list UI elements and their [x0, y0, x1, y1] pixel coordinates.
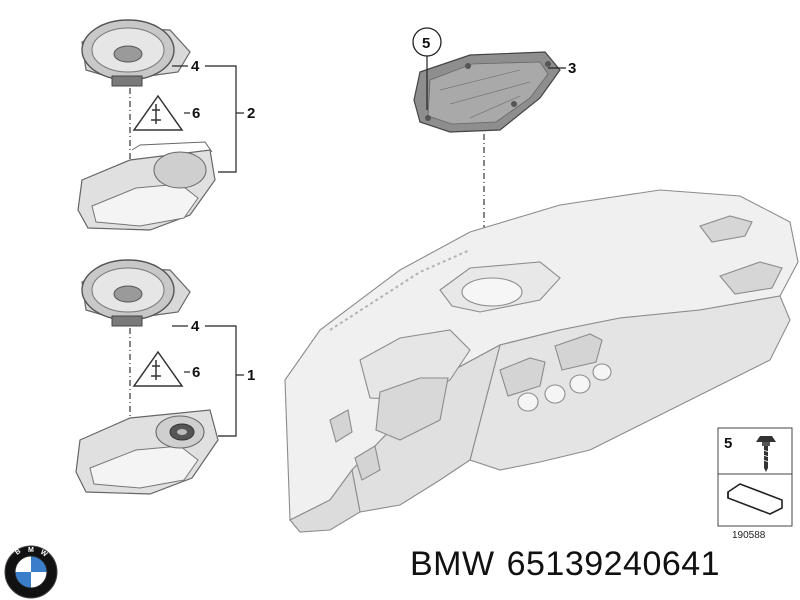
lower-warning-icon: [132, 350, 184, 387]
upper-speaker-bracket: [77, 141, 216, 231]
lower-speaker: [81, 259, 191, 327]
callout-5-main: 5: [422, 35, 430, 52]
center-speaker-cover: [413, 51, 561, 133]
upper-warning-icon: [132, 94, 184, 131]
svg-text:M: M: [28, 547, 34, 554]
callout-3: 3: [568, 60, 576, 77]
screw-icon: [756, 436, 776, 472]
bmw-logo-icon: B M W: [4, 545, 58, 599]
callout-4-upper: 4: [191, 58, 200, 75]
upper-speaker-assembly: 4 6 2: [77, 19, 255, 231]
brand-name: BMW: [410, 545, 495, 583]
part-number: 65139240641: [506, 545, 721, 583]
svg-text:W: W: [39, 549, 49, 559]
part-label: BMW 65139240641: [410, 545, 732, 584]
legend-item-number: 5: [724, 435, 732, 452]
legend-reference-number: 190588: [732, 530, 766, 541]
fastener-legend: 5 190588: [717, 427, 793, 541]
upper-speaker: [81, 19, 191, 87]
callout-6-upper: 6: [192, 105, 200, 122]
panel-clip-icon: [727, 483, 783, 515]
svg-text:B: B: [14, 548, 22, 557]
callout-6-lower: 6: [192, 364, 200, 381]
callout-2: 2: [247, 105, 255, 122]
lower-speaker-assembly: 4 6 1: [75, 259, 255, 495]
callout-4-lower: 4: [191, 318, 200, 335]
lower-speaker-bracket: [75, 409, 219, 495]
dashboard-illustration: [284, 189, 799, 533]
callout-1: 1: [247, 367, 255, 384]
